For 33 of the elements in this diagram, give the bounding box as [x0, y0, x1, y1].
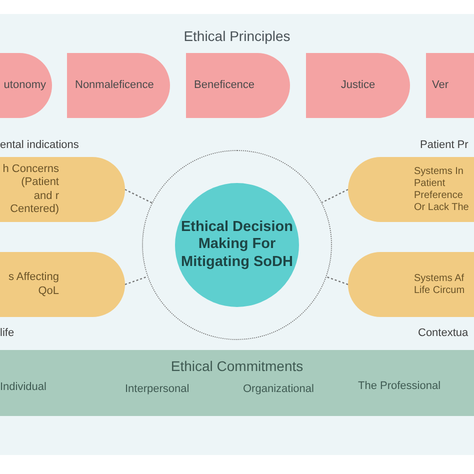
factor-pill	[348, 157, 474, 222]
decision-circle	[142, 150, 332, 340]
section-heading: Ethical Commitments	[170, 358, 304, 374]
principle-label: Nonmaleficence	[75, 78, 154, 92]
principle-label: Justice	[340, 78, 376, 92]
factor-pill	[0, 157, 125, 222]
commitment-label: Individual	[0, 381, 46, 393]
dotted-connector	[322, 188, 348, 204]
principle-label: utonomy	[4, 78, 46, 92]
principle-shape	[306, 53, 410, 118]
dotted-connector	[124, 276, 148, 286]
factor-text: s Affecting QoL	[7, 271, 59, 298]
category-label: Contextua	[418, 327, 468, 339]
factor-text: Systems In Patient Preference Or Lack The	[414, 166, 470, 214]
section-heading: Ethical Principles	[182, 28, 292, 44]
factor-pill	[348, 252, 474, 317]
factor-pill	[0, 252, 125, 317]
factor-text: Systems Af Life Circum	[414, 272, 466, 296]
category-label: Patient Pr	[420, 139, 468, 151]
commitment-label: The Professional	[358, 380, 441, 392]
dotted-connector	[124, 188, 152, 204]
principle-shape	[426, 53, 474, 118]
principle-shape	[67, 53, 170, 118]
principle-label: Ver	[432, 78, 449, 92]
dotted-connector	[326, 276, 348, 286]
factor-text: h Concerns (Patient and r Centered)	[2, 163, 59, 216]
principle-shape	[186, 53, 290, 118]
commitment-label: Organizational	[243, 383, 314, 395]
commitments-band	[0, 350, 474, 416]
principle-label: Beneficence	[194, 78, 255, 92]
category-label: life	[0, 327, 14, 339]
category-label: ental indications	[0, 139, 79, 151]
commitment-label: Interpersonal	[125, 383, 190, 395]
